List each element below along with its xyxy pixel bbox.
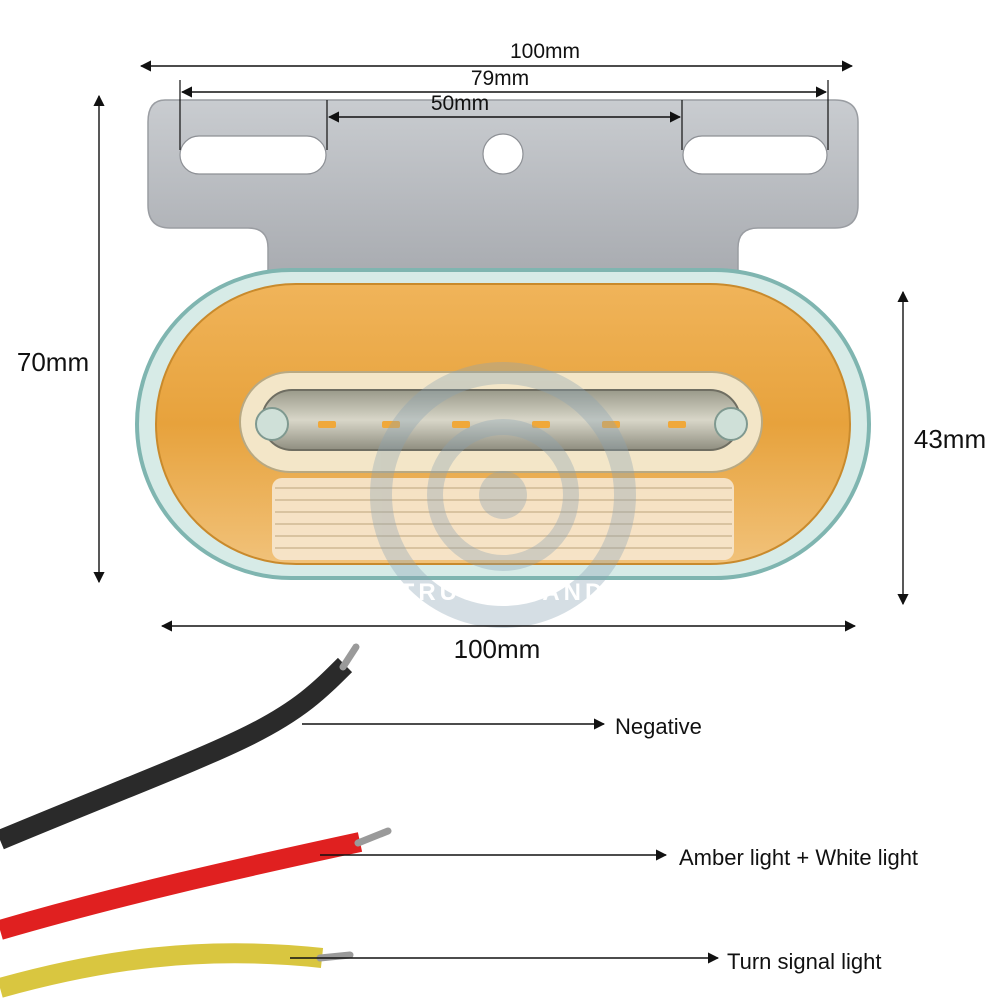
dimension-lens-height: 43mm xyxy=(897,290,986,606)
center-mounting-hole xyxy=(482,133,524,175)
wire-negative xyxy=(0,643,360,850)
label-negative: Negative xyxy=(615,714,702,739)
label-slot-span: 79mm xyxy=(471,67,529,90)
dimension-bracket-width: 100mm xyxy=(139,40,854,72)
label-turn-signal: Turn signal light xyxy=(727,949,881,974)
dimension-total-height: 70mm xyxy=(17,94,105,584)
label-lens-height: 43mm xyxy=(914,424,986,454)
right-mounting-slot xyxy=(682,135,828,175)
label-amber-white: Amber light + White light xyxy=(679,845,918,870)
led-tube-left-cap xyxy=(255,407,289,441)
lens-lower-clear-area xyxy=(272,478,734,560)
label-total-height: 70mm xyxy=(17,347,89,377)
led-chips xyxy=(318,421,686,428)
mounting-bracket xyxy=(147,99,859,273)
dimension-lens-width: 100mm xyxy=(160,620,857,664)
wire-amber-white xyxy=(0,827,392,940)
watermark-seal: TRUSTBRAND xyxy=(370,362,636,628)
led-tube-right-cap xyxy=(714,407,748,441)
label-bracket-width: 100mm xyxy=(510,40,580,63)
left-mounting-slot xyxy=(179,135,327,175)
label-slot-inner-span: 50mm xyxy=(431,92,489,115)
dimension-slot-span: 79mm xyxy=(179,67,829,150)
lens-ribs xyxy=(275,487,732,549)
dimension-slot-inner-span: 50mm xyxy=(326,92,683,150)
label-lens-width: 100mm xyxy=(454,634,541,664)
svg-text:TRUSTBRAND: TRUSTBRAND xyxy=(400,579,607,606)
